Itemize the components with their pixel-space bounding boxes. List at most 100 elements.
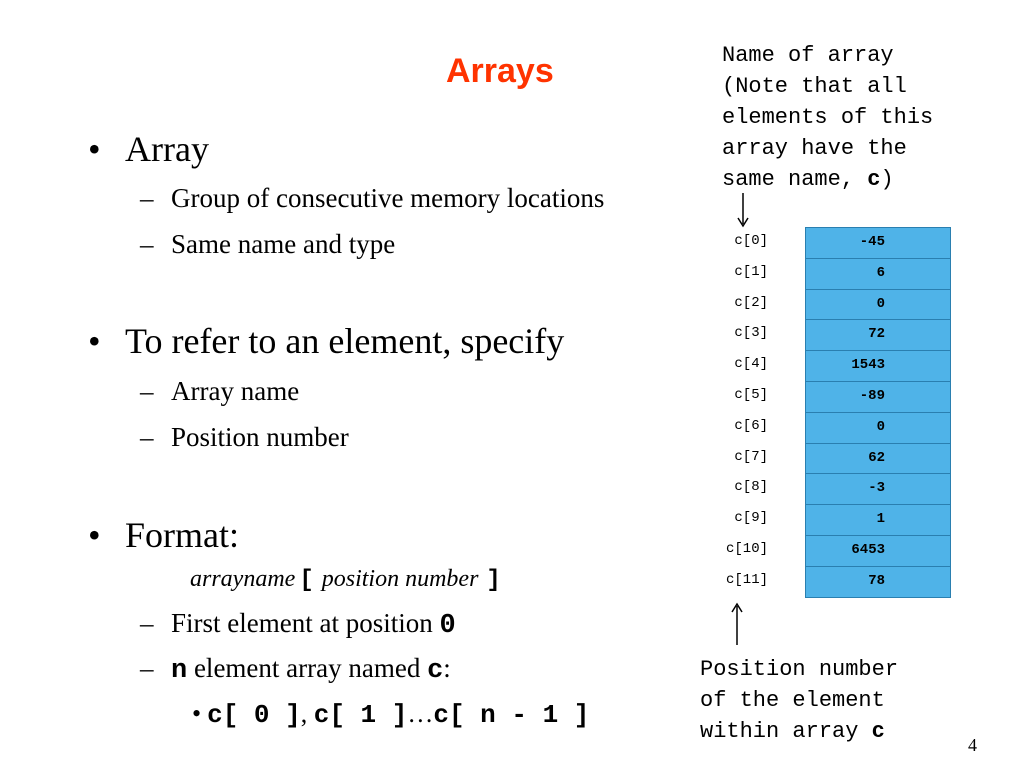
array-cell-value: -89: [859, 388, 885, 404]
n-code: n: [171, 656, 188, 686]
dash-marker: –: [140, 229, 154, 259]
note-prefix: same name,: [722, 167, 868, 192]
dash-marker: –: [140, 608, 154, 638]
element-last-code: c[ n - 1 ]: [433, 700, 590, 730]
sub-sub-bullet-elements: •c[ 0 ], c[ 1 ]…c[ n - 1 ]: [192, 699, 589, 730]
array-index-label: c[9]: [734, 510, 768, 527]
array-cell: 1543: [805, 350, 951, 382]
position-number-note: Position number of the element within ar…: [700, 654, 898, 747]
array-cell-value: 1: [876, 511, 885, 528]
bullet-refer: • To refer to an element, specify: [88, 320, 564, 362]
array-index-label: c[10]: [725, 541, 768, 557]
array-cell: 78: [805, 565, 951, 598]
note-line: Name of array: [722, 43, 894, 68]
dash-marker: –: [140, 653, 154, 683]
array-index-label: c[1]: [734, 263, 768, 280]
array-index-label: c[8]: [734, 479, 768, 496]
array-cell-value: -45: [859, 234, 885, 250]
array-index-label: c[4]: [734, 356, 768, 373]
syntax-position-number: position number: [321, 566, 479, 592]
array-cell: 0: [805, 288, 951, 320]
array-index-label: c[7]: [734, 448, 768, 465]
note-suffix: ): [880, 167, 894, 192]
array-row: c[1] 6: [710, 257, 951, 289]
array-index-label: c[3]: [734, 325, 768, 342]
syntax-open-bracket: [: [299, 567, 314, 594]
bullet-format: •Format:: [88, 514, 239, 556]
array-cell: 6: [805, 257, 951, 289]
note-line-last: within array c: [700, 716, 898, 747]
first-element-code: 0: [439, 611, 456, 641]
array-row: c[10] 6453: [710, 535, 951, 566]
sub-bullet-text: Same name and type: [171, 229, 396, 259]
array-row: c[4] 1543: [710, 350, 951, 382]
bullet-array: • Array: [88, 128, 209, 170]
array-index-label: c[5]: [734, 387, 768, 403]
slide-title: Arrays: [446, 52, 554, 90]
bullet-dot: •: [88, 515, 101, 555]
sub-bullet-text: First element at position: [171, 608, 440, 638]
sub-bullet-text: Group of consecutive memory locations: [171, 183, 605, 213]
note-code: c: [871, 719, 885, 744]
sub-bullet-first-element: –First element at position 0: [140, 608, 456, 641]
note-line: elements of this: [722, 105, 934, 130]
array-cell-value: 6453: [851, 542, 885, 558]
array-cell-value: 78: [868, 572, 885, 589]
array-index-label: c[11]: [725, 571, 768, 588]
array-cell-value: 72: [868, 326, 885, 343]
sub-bullet-consecutive: –Group of consecutive memory locations: [140, 183, 604, 214]
n-element-colon: :: [443, 653, 451, 683]
array-cell: -45: [805, 227, 951, 258]
array-cell: -3: [805, 473, 951, 505]
bullet-dot: •: [192, 699, 202, 728]
page-number: 4: [968, 735, 977, 755]
element-second-code: c[ 1 ]: [313, 700, 408, 730]
note-prefix: within array: [700, 719, 872, 744]
array-cell-value: 0: [876, 418, 885, 435]
array-cell: 62: [805, 442, 951, 474]
array-row: c[11] 78: [710, 565, 951, 598]
sub-bullet-text: Array name: [171, 376, 300, 406]
array-cell-value: 1543: [851, 357, 885, 374]
name-arrow-head: [737, 217, 749, 228]
array-cell-value: 62: [868, 449, 885, 466]
sub-bullet-position-number: –Position number: [140, 422, 349, 453]
position-arrow-head: [731, 602, 743, 613]
n-element-text: element array named: [187, 653, 428, 683]
element-ellipsis: …: [407, 699, 434, 728]
note-line: Position number: [700, 657, 899, 682]
dash-marker: –: [140, 376, 154, 406]
syntax-close-bracket: ]: [486, 567, 501, 594]
bullet-dot: •: [88, 129, 101, 169]
array-cell: 6453: [805, 535, 951, 566]
sub-bullet-same-name: –Same name and type: [140, 229, 395, 260]
dash-marker: –: [140, 183, 154, 213]
array-cell: 72: [805, 319, 951, 351]
array-row: c[2] 0: [710, 288, 951, 320]
array-index-label: c[2]: [734, 294, 768, 311]
bullet-dot: •: [88, 321, 101, 361]
array-row: c[9] 1: [710, 504, 951, 536]
note-line-last: same name, c): [722, 164, 933, 195]
note-line: array have the: [722, 136, 907, 161]
array-index-label: c[6]: [734, 417, 768, 434]
array-row: c[5] -89: [710, 381, 951, 412]
array-row: c[8] -3: [710, 473, 951, 505]
note-code: c: [867, 167, 881, 192]
bullet-refer-text: To refer to an element, specify: [125, 321, 565, 361]
array-row: c[3] 72: [710, 319, 951, 351]
note-line: (Note that all: [722, 74, 907, 99]
dash-marker: –: [140, 422, 154, 452]
array-row: c[7] 62: [710, 442, 951, 474]
sub-bullet-text: Position number: [171, 422, 349, 452]
bullet-array-text: Array: [125, 129, 209, 169]
array-row: c[0]-45: [710, 227, 951, 258]
array-cell: -89: [805, 381, 951, 412]
format-syntax: arrayname[position number]: [190, 566, 501, 594]
sub-bullet-array-name: –Array name: [140, 376, 299, 407]
array-cell-value: 0: [876, 295, 885, 312]
element-first-code: c[ 0 ]: [207, 700, 301, 730]
note-line: of the element: [700, 688, 885, 713]
element-comma: ,: [300, 699, 314, 728]
c-code: c: [427, 656, 444, 686]
